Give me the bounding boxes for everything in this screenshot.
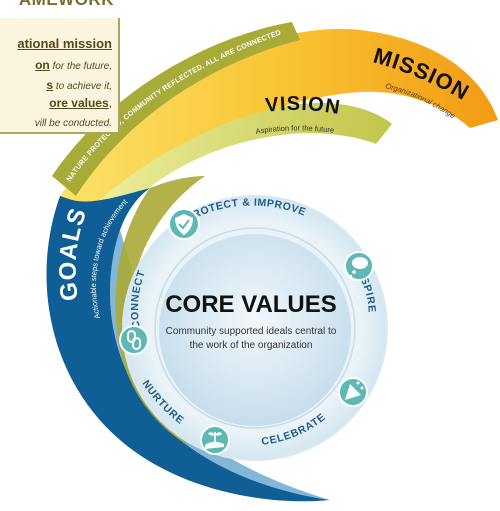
- thought-bubble-icon: [344, 251, 374, 281]
- legend-goals-rest: to achieve it,: [53, 81, 112, 92]
- core-title: CORE VALUES: [165, 291, 337, 318]
- core-ring-inner-edge: [154, 227, 356, 429]
- legend-line-mission: ational mission: [0, 36, 112, 51]
- mission-band: [60, 28, 498, 215]
- values-arc-band: [52, 22, 300, 196]
- core-description-line1: Community supported ideals central to: [166, 326, 337, 337]
- legend-line-vision: on for the future,: [0, 58, 112, 72]
- legend-values-rest: ,: [108, 96, 112, 110]
- core-description-line2: the work of the organization: [190, 340, 313, 351]
- hand-plant-icon: [200, 425, 230, 455]
- vision-title: VISION: [264, 93, 342, 119]
- legend-mission-text: ational mission: [17, 36, 112, 51]
- shield-check-icon: [168, 208, 200, 240]
- legend-line-conduct: vill be conducted.: [0, 118, 112, 129]
- party-popper-icon: [338, 377, 368, 407]
- goals-band: [46, 188, 330, 502]
- legend-heading: AMEWORK: [0, 0, 120, 18]
- legend-vision-word: on: [35, 58, 50, 72]
- legend-goals-word: s: [46, 78, 54, 92]
- legend-values-word: ore values: [49, 96, 109, 110]
- vision-subtitle: Aspiration for the future: [255, 123, 335, 136]
- core-center: [159, 234, 351, 426]
- chain-link-icon: [119, 325, 149, 355]
- legend-heading-text: AMEWORK: [19, 0, 114, 10]
- legend-vision-rest: for the future,: [49, 61, 113, 72]
- legend-line-values: ore values,: [0, 96, 112, 110]
- legend-conduct-text: vill be conducted.: [34, 118, 112, 129]
- legend-line-goals: s to achieve it,: [0, 78, 112, 92]
- framework-legend: ational mission on for the future, s to …: [0, 16, 120, 134]
